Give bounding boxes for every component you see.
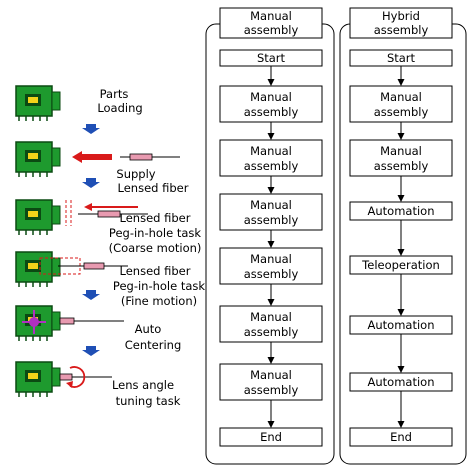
column-header-line-2: assembly — [374, 23, 429, 37]
flow-box — [219, 139, 323, 177]
step-1-illustration: Parts Loading — [15, 85, 143, 134]
flow-box-label: assembly — [244, 325, 299, 339]
device-icon — [15, 199, 61, 235]
centering-cross-icon — [22, 310, 46, 334]
step-3-label-line-3: (Coarse motion) — [109, 241, 202, 255]
flow-box-label: assembly — [244, 383, 299, 397]
hybrid-assembly-column: Hybrid assembly Start Manual assembly Ma… — [339, 7, 467, 465]
flow-box-end — [349, 427, 453, 447]
manual-assembly-column: Manual assembly Start Manual assembly Ma… — [205, 7, 335, 465]
flow-box-label: Automation — [368, 375, 435, 389]
down-arrow-icon — [82, 290, 100, 300]
flow-box — [219, 363, 323, 401]
step-4-label-line-1: Lensed fiber — [120, 264, 191, 278]
step-4-label-line-3: (Fine motion) — [121, 294, 197, 308]
step-4-label-line-2: Peg-in-hole task — [113, 279, 205, 293]
flow-box-label: Manual — [250, 252, 292, 266]
flow-box-label: Start — [387, 51, 416, 65]
flow-box-label: assembly — [244, 213, 299, 227]
step-3-label-line-2: Peg-in-hole task — [109, 226, 201, 240]
down-arrow-icon — [82, 124, 100, 134]
red-arrow-icon — [84, 203, 138, 211]
device-icon — [15, 361, 61, 397]
step-6-label-line-2: tuning task — [116, 394, 181, 408]
step-1-label-line-2: Loading — [97, 101, 142, 115]
flow-box-label: Manual — [250, 368, 292, 382]
flow-box-label: Manual — [380, 144, 422, 158]
step-5-label-line-2: Centering — [125, 338, 182, 352]
flow-box-label: Teleoperation — [361, 258, 440, 272]
flow-box — [219, 247, 323, 285]
lensed-fiber-icon — [78, 210, 148, 218]
column-header-box — [219, 7, 323, 39]
step-illustrations: Parts Loading Supply Lens — [15, 85, 205, 408]
flow-box-label: assembly — [374, 159, 429, 173]
flow-box-label: Start — [257, 51, 286, 65]
lensed-fiber-icon — [59, 317, 124, 325]
device-icon — [15, 251, 61, 287]
down-arrow-icon — [82, 346, 100, 356]
flow-box-label: Manual — [250, 90, 292, 104]
step-1-label-line-1: Parts — [100, 87, 129, 101]
step-3-label-line-1: Lensed fiber — [120, 211, 191, 225]
flow-box-label: Automation — [368, 204, 435, 218]
flow-box-label: assembly — [244, 267, 299, 281]
step-2-label-line-2: Lensed fiber — [118, 181, 189, 195]
flow-box-label: End — [390, 430, 412, 444]
flow-box-label: assembly — [244, 105, 299, 119]
flow-box-label: assembly — [244, 159, 299, 173]
lensed-fiber-icon — [120, 153, 180, 161]
step-6-illustration: Lens angle tuning task — [15, 361, 181, 408]
flow-box-label: Automation — [368, 318, 435, 332]
step-2-illustration: Supply Lensed fiber — [15, 141, 189, 195]
device-icon — [15, 85, 61, 121]
lensed-fiber-icon — [58, 262, 128, 270]
flow-box — [219, 85, 323, 123]
flow-box-label: End — [260, 430, 282, 444]
rotation-arrowhead-icon — [66, 381, 73, 388]
step-5-label-line-1: Auto — [135, 322, 162, 336]
flow-box-label: Manual — [380, 90, 422, 104]
red-arrow-icon — [72, 151, 112, 163]
flow-box-label: Manual — [250, 198, 292, 212]
step-6-label-line-1: Lens angle — [112, 378, 174, 392]
column-header-line-1: Hybrid — [382, 9, 420, 23]
column-header-box — [349, 7, 453, 39]
column-header-line-1: Manual — [250, 9, 292, 23]
step-4-illustration: Lensed fiber Peg-in-hole task (Fine moti… — [15, 251, 205, 308]
step-3-illustration: Lensed fiber Peg-in-hole task (Coarse mo… — [15, 199, 202, 255]
step-2-label-line-1: Supply — [116, 167, 155, 181]
rotation-arrow-icon — [69, 366, 86, 388]
flow-box-end — [219, 427, 323, 447]
lensed-fiber-icon — [59, 373, 112, 381]
down-arrow-icon — [82, 178, 100, 188]
flow-box-label: assembly — [374, 105, 429, 119]
flow-box-label: Manual — [250, 310, 292, 324]
device-icon — [15, 141, 61, 177]
flow-box-label: Manual — [250, 144, 292, 158]
flow-box — [349, 85, 453, 123]
step-5-illustration: Auto Centering — [15, 305, 182, 356]
column-header-line-2: assembly — [244, 23, 299, 37]
